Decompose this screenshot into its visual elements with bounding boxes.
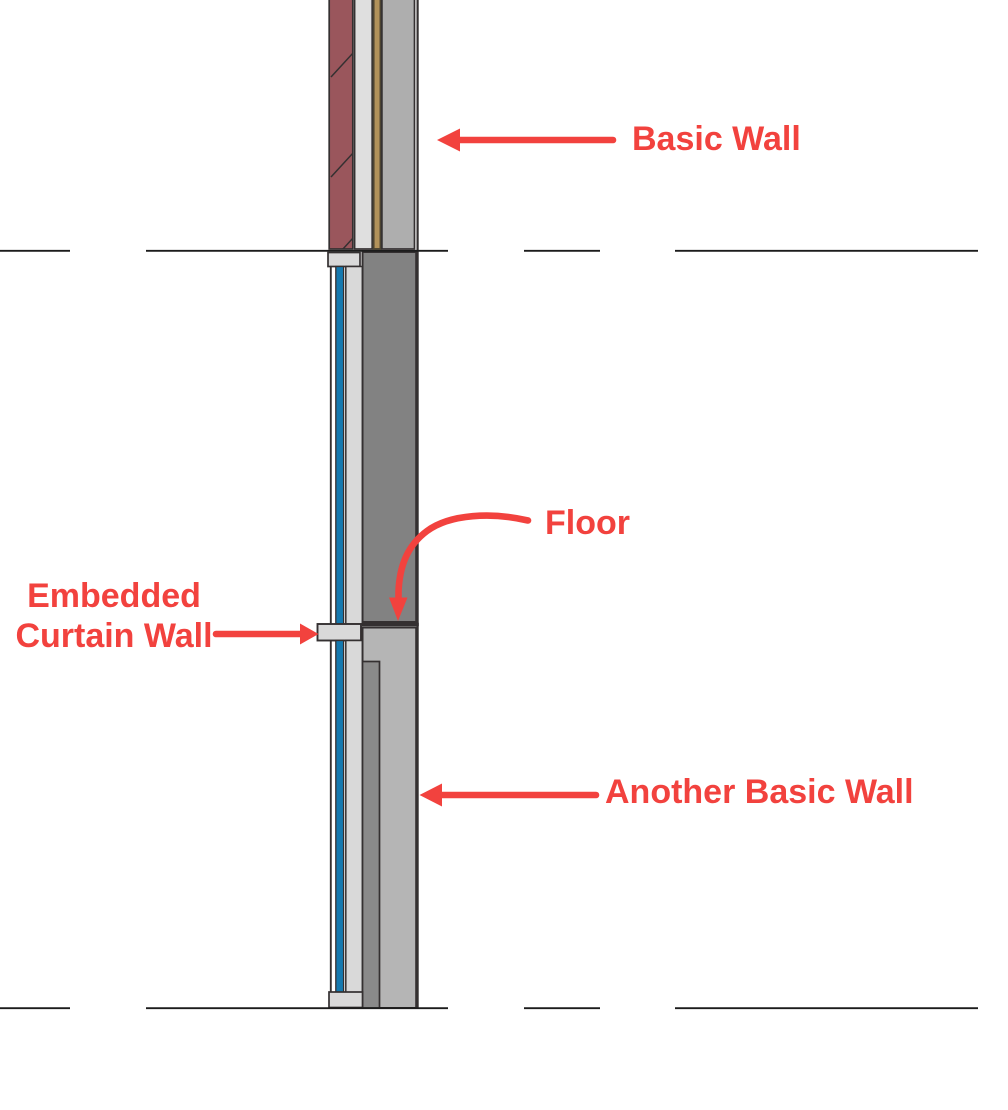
curtain-wall-transom [316,623,362,642]
floor-label: Floor [545,504,630,542]
another-basic-wall-arrow [419,783,600,807]
curtain-wall [316,251,364,1009]
embedded-curtain-wall-arrow [212,623,319,645]
curtain-wall-glass-lower [335,639,345,994]
basic-wall-core-layer [381,0,416,250]
basic-wall-membrane-layer [372,0,382,250]
basic-wall-section [328,0,416,250]
another-basic-wall-section [361,626,418,1009]
basic-wall-substrate-layer [353,0,374,250]
embedded-curtain-wall-label: Embedded Curtain Wall [15,577,213,655]
another-basic-wall-arrowhead-icon [419,783,442,807]
another-basic-wall-inner-layer [361,660,381,1009]
floor-arrow [389,512,532,621]
floor-slab [361,251,419,627]
brick-hatch-lines [330,52,353,249]
basic-wall-arrow [437,128,617,152]
basic-wall-brick-layer [328,0,354,250]
embedded-curtain-wall-arrowhead-icon [300,623,319,645]
curtain-wall-sill-cap [328,991,364,1009]
floor-slab-fill [361,251,418,623]
basic-wall-arrowhead-icon [437,128,460,152]
curtain-wall-glass-upper [335,265,345,625]
curtain-wall-head-cap [327,251,361,268]
floor-arrowhead-icon [389,597,408,621]
another-basic-wall-label: Another Basic Wall [605,773,914,811]
curtain-wall-panel-lower [345,639,364,994]
curtain-wall-panel-upper [345,265,364,625]
basic-wall-label: Basic Wall [632,120,801,158]
